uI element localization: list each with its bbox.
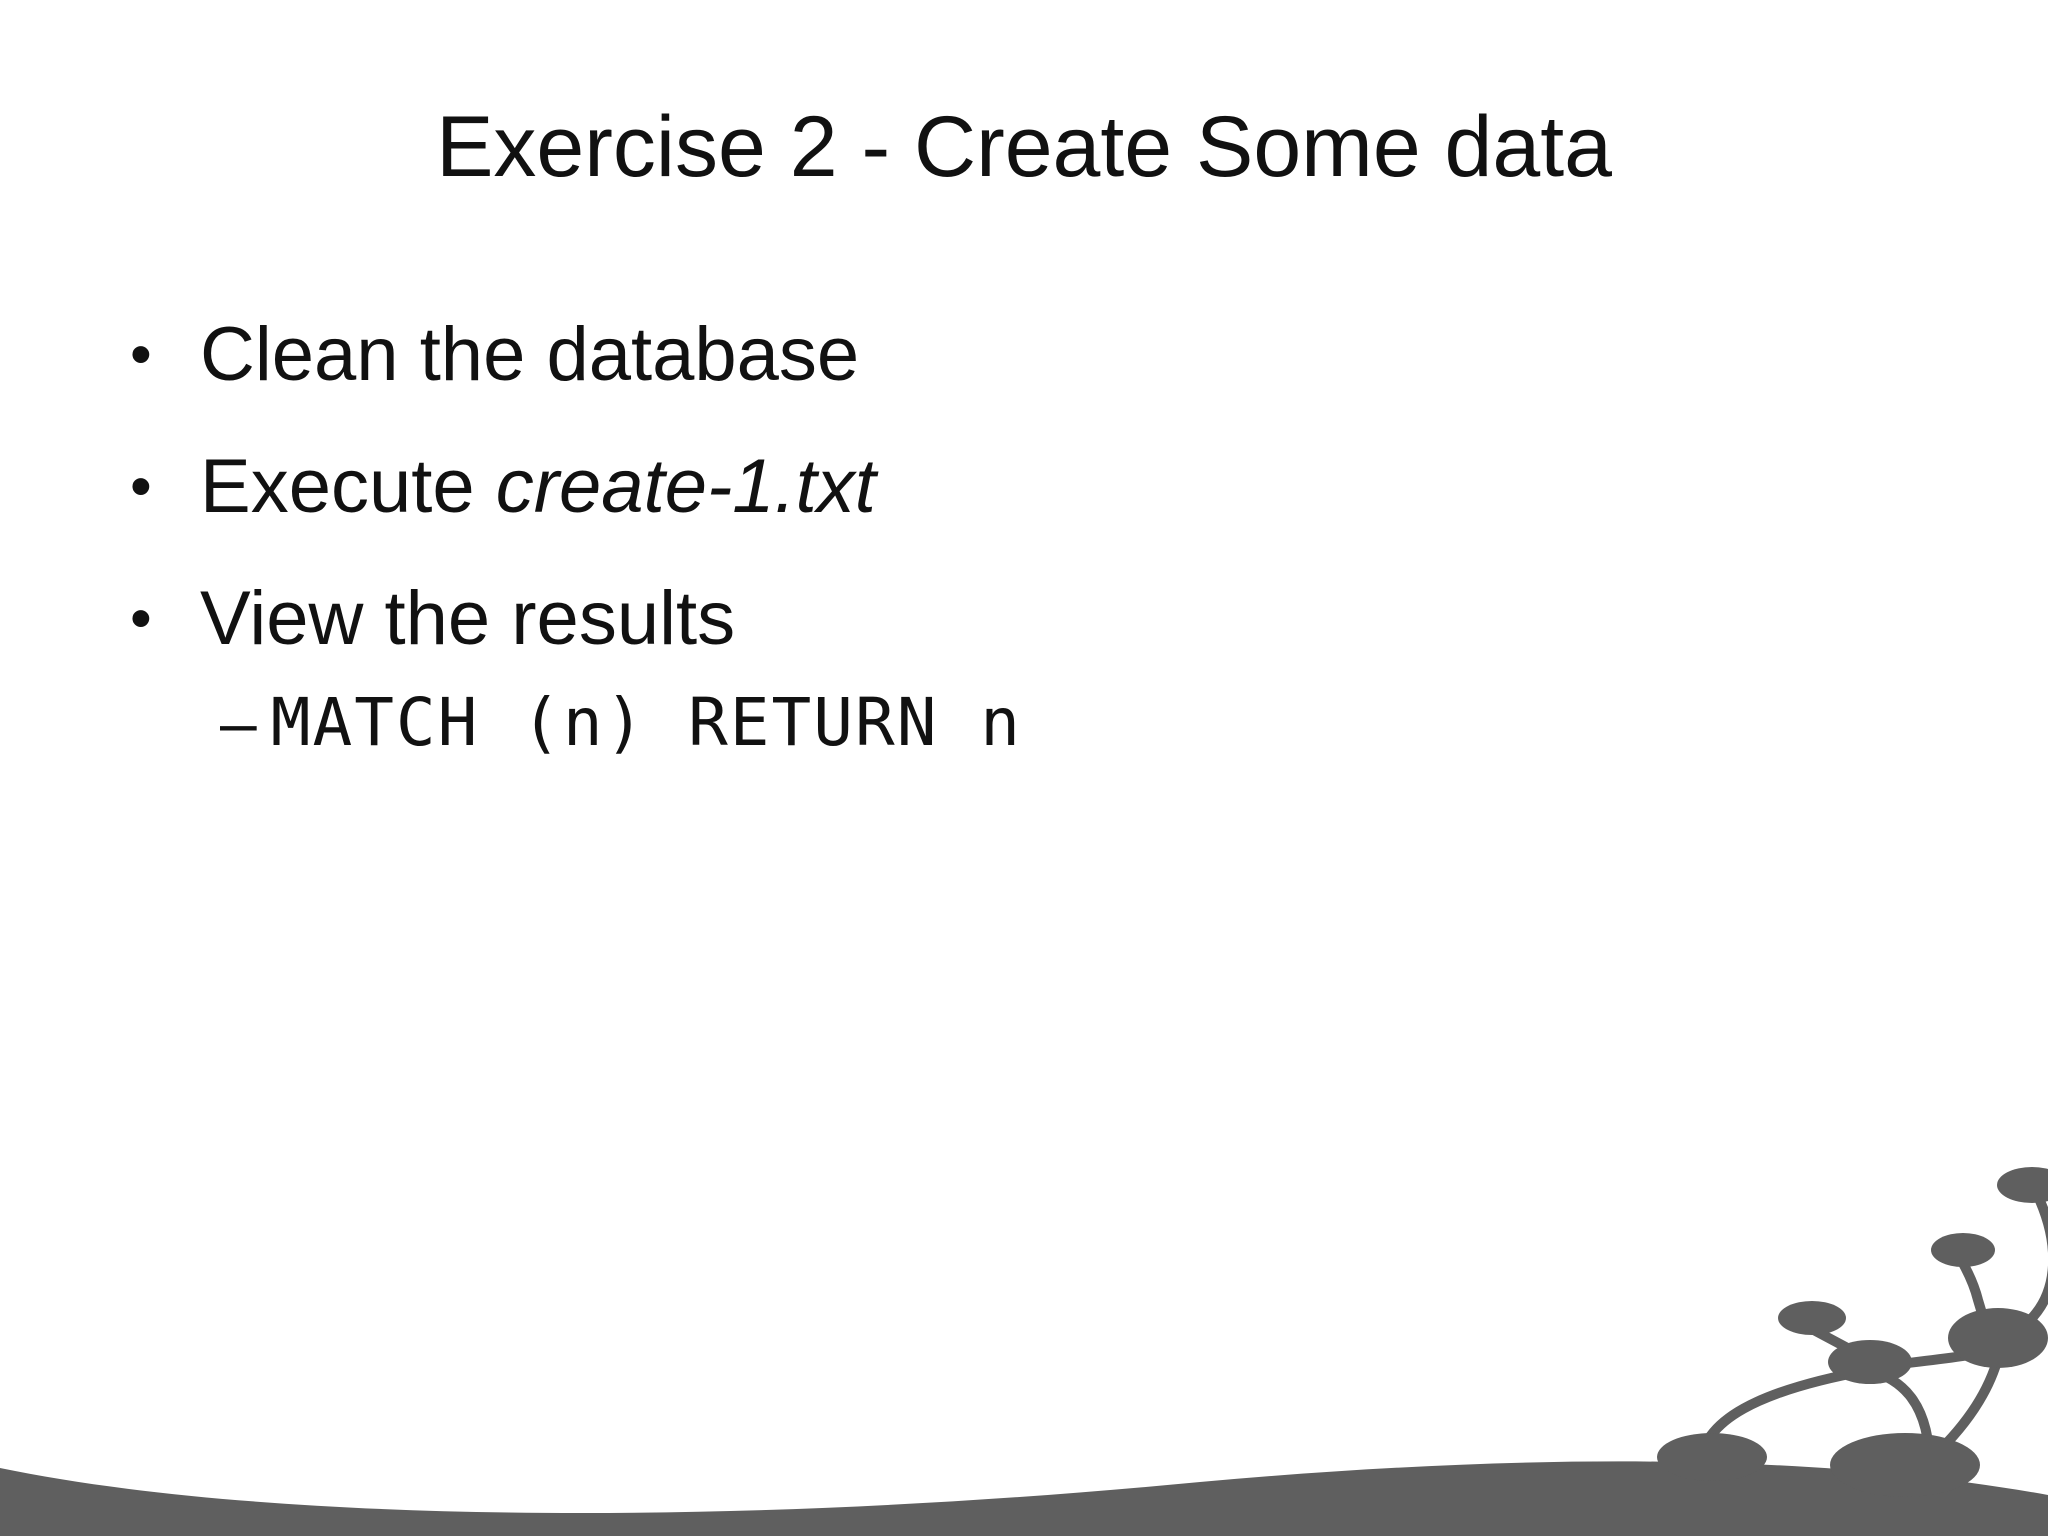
bullet-label: Clean the database xyxy=(200,312,860,397)
bullet-text: Execute create-1.txt xyxy=(200,432,876,542)
bullet-text: View the results xyxy=(200,564,735,674)
bullet-list: • Clean the database • Execute create-1.… xyxy=(120,300,1920,696)
bullet-dot-icon: • xyxy=(130,584,152,653)
bullet-text: Clean the database xyxy=(200,300,859,410)
bullet-item-view-results: • View the results xyxy=(120,564,1920,696)
bullet-dot-icon: • xyxy=(130,452,152,521)
sub-bullet-dash: – xyxy=(220,685,257,759)
bullet-item-clean-database: • Clean the database xyxy=(120,300,1920,432)
slide-title: Exercise 2 - Create Some data xyxy=(436,99,1612,195)
bullet-label: View the results xyxy=(200,576,736,661)
bullet-item-execute-file: • Execute create-1.txt xyxy=(120,432,1920,564)
bullet-dot-icon: • xyxy=(130,320,152,389)
file-name: create-1.txt xyxy=(495,444,876,529)
query-code: MATCH (n) RETURN n xyxy=(270,684,1022,761)
sub-bullet-query: –MATCH (n) RETURN n xyxy=(220,672,1022,772)
bullet-label: Execute xyxy=(200,444,496,529)
